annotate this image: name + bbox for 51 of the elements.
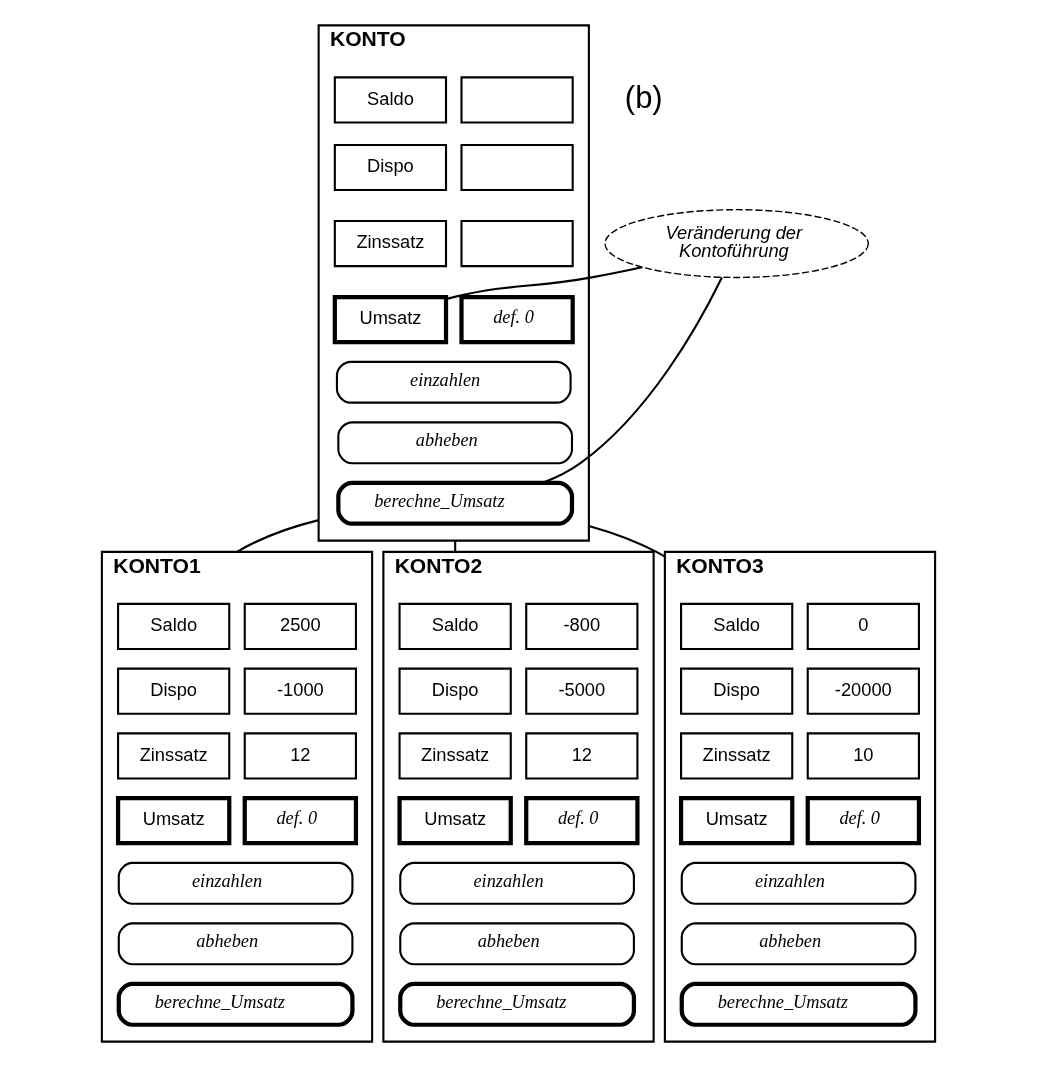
node-box: 10 [806, 732, 920, 780]
node-box: abheben [117, 922, 354, 966]
node-box: Zinssatz [680, 732, 794, 780]
node-box: Umsatz [678, 796, 795, 846]
node-box: def. 0 [242, 796, 359, 846]
node-box: -5000 [525, 667, 639, 715]
label: (b) [624, 79, 663, 115]
node-box [460, 76, 574, 124]
node-box: 0 [806, 602, 920, 651]
node-box: einzahlen [117, 861, 354, 905]
node-box: berechne_Umsatz [116, 981, 355, 1027]
connector [454, 540, 457, 552]
node-box: Dispo [117, 667, 231, 715]
node-box: -1000 [243, 667, 357, 715]
node-box: 12 [243, 732, 357, 780]
node-box: Zinssatz [117, 732, 231, 780]
node-box: Saldo [680, 602, 794, 651]
connector [445, 266, 643, 301]
node-box [460, 143, 574, 192]
node-box: Dispo [680, 667, 794, 715]
node-box [460, 220, 574, 268]
node-box: 2500 [243, 602, 357, 651]
node-box: Umsatz [115, 796, 232, 846]
node-box: abheben [399, 922, 635, 966]
node-box: abheben [337, 421, 574, 465]
node-box: Saldo [398, 602, 512, 651]
node-box: -20000 [806, 667, 920, 715]
node-box: berechne_Umsatz [679, 981, 918, 1027]
node-box: Saldo [333, 76, 448, 124]
node-box: abheben [680, 922, 917, 966]
node-box: berechne_Umsatz [398, 981, 636, 1027]
node-box: Zinssatz [398, 732, 512, 780]
node-box: def. 0 [524, 796, 640, 846]
node-box: Saldo [117, 602, 231, 651]
node-ellipse: Veränderung der Kontoführung [604, 208, 869, 279]
node-box: berechne_Umsatz [336, 480, 575, 526]
connector [588, 524, 666, 558]
node-box: Umsatz [397, 796, 513, 846]
connector [542, 277, 723, 484]
node-box: einzahlen [680, 861, 917, 905]
node-box: Dispo [398, 667, 512, 715]
node-box: Umsatz [332, 295, 449, 345]
node-box: 12 [525, 732, 639, 780]
node-box: einzahlen [399, 861, 635, 905]
node-box: def. 0 [459, 295, 575, 345]
node-box: einzahlen [335, 360, 572, 404]
node-box: Zinssatz [333, 220, 448, 268]
connector [236, 519, 319, 553]
node-box: def. 0 [805, 796, 922, 846]
node-box: -800 [525, 602, 639, 651]
node-box: Dispo [333, 143, 448, 192]
